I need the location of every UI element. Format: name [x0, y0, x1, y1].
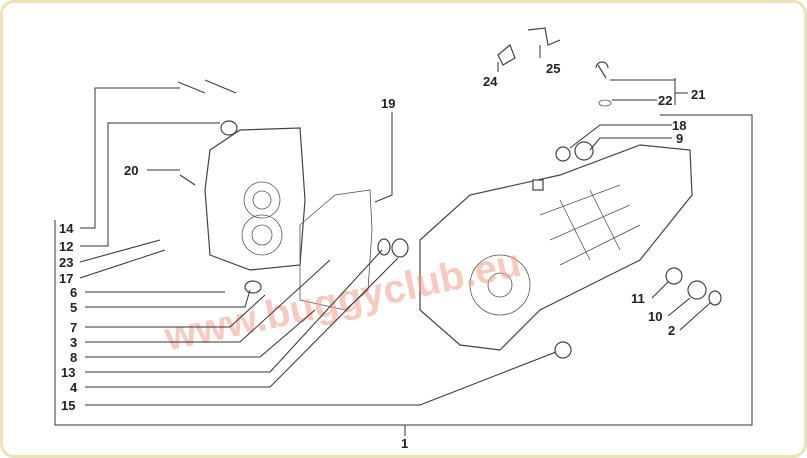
part-labels: 14 12 23 17 6 5 7 3 8 13 4 15 20 19 24 2… [59, 61, 705, 451]
label-2[interactable]: 2 [668, 323, 675, 338]
label-23[interactable]: 23 [59, 255, 73, 270]
label-6[interactable]: 6 [70, 285, 77, 300]
leader-lines [79, 45, 711, 406]
label-12[interactable]: 12 [59, 239, 73, 254]
label-18[interactable]: 18 [672, 118, 686, 133]
left-crankcase-half [204, 127, 306, 271]
label-1[interactable]: 1 [401, 436, 408, 451]
label-20[interactable]: 20 [124, 163, 138, 178]
label-21[interactable]: 21 [691, 87, 705, 102]
bracket-lines [54, 114, 753, 436]
label-19[interactable]: 19 [381, 96, 395, 111]
label-9[interactable]: 9 [676, 131, 683, 146]
seals-bearings [177, 27, 722, 359]
label-10[interactable]: 10 [648, 309, 662, 324]
label-13[interactable]: 13 [61, 365, 75, 380]
label-3[interactable]: 3 [70, 335, 77, 350]
label-14[interactable]: 14 [59, 221, 74, 236]
label-8[interactable]: 8 [70, 350, 77, 365]
label-5[interactable]: 5 [70, 300, 77, 315]
label-4[interactable]: 4 [70, 380, 78, 395]
label-7[interactable]: 7 [70, 320, 77, 335]
label-15[interactable]: 15 [61, 398, 75, 413]
label-25[interactable]: 25 [546, 61, 560, 76]
label-24[interactable]: 24 [483, 74, 498, 89]
label-11[interactable]: 11 [631, 291, 645, 306]
label-17[interactable]: 17 [59, 271, 73, 286]
right-crankcase-half [419, 144, 693, 351]
label-22[interactable]: 22 [658, 93, 672, 108]
gasket [299, 189, 373, 311]
